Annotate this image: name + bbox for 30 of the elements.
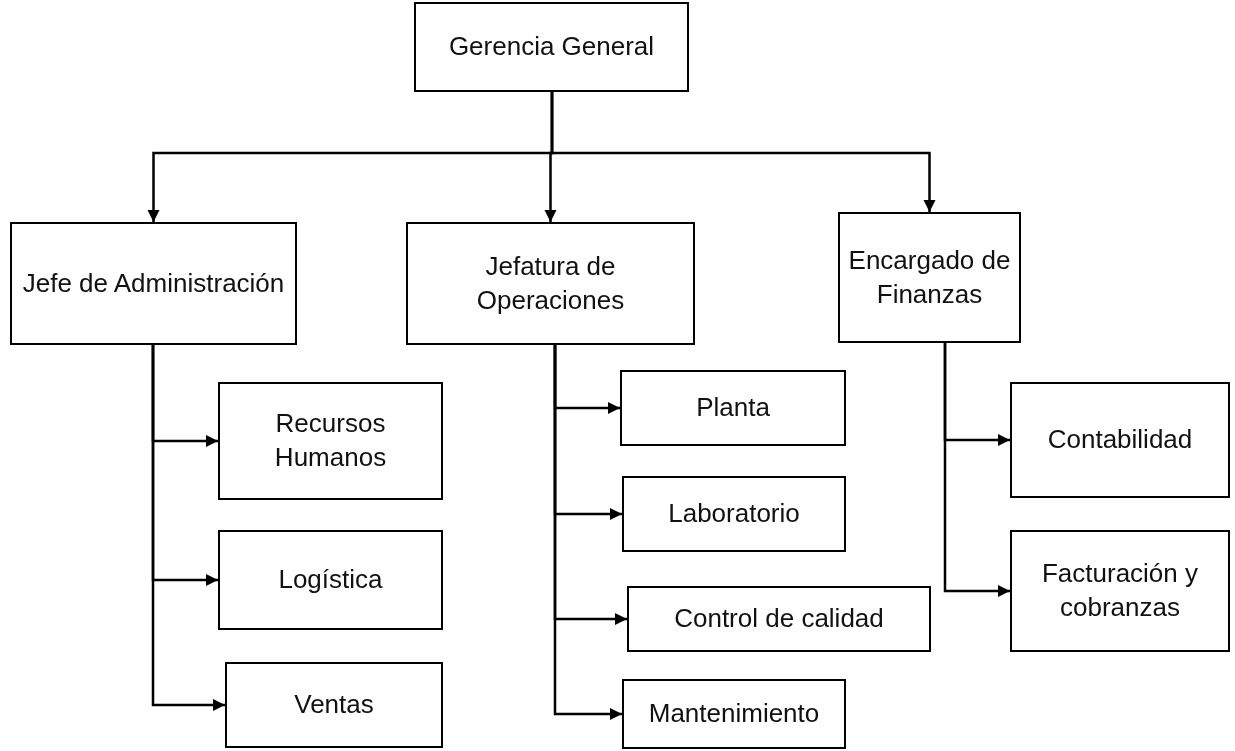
box-label: Planta [696,391,770,425]
box-label: Jefe de Administración [22,266,285,300]
box-label: Encargado de Finanzas [848,243,1011,311]
org-box [838,212,1021,343]
connector-arrow [550,92,936,212]
org-box [622,679,846,749]
org-box [218,530,443,630]
connector-arrow [943,343,1010,598]
box-label: Laboratorio [668,497,800,531]
org-box [225,662,443,748]
org-box [10,222,297,345]
connector-arrow [553,345,622,721]
box-label: Recursos Humanos [273,407,388,474]
org-box [622,476,846,552]
org-box [218,382,443,500]
box-label: Mantenimiento [648,697,820,731]
box-label: Jefatura de Operaciones [475,249,626,317]
box-label: Facturación y cobranzas [1040,557,1200,624]
box-label: Ventas [294,688,374,722]
org-box [1010,382,1230,498]
connector-arrow [151,345,225,712]
org-box [1010,530,1230,652]
org-box [414,2,689,92]
box-label: Logística [278,563,383,597]
org-box [627,586,931,652]
org-box [620,370,846,446]
box-label: Gerencia General [448,30,655,64]
box-label: Control de calidad [674,602,884,636]
org-box [406,222,695,345]
box-label: Contabilidad [1047,423,1193,457]
